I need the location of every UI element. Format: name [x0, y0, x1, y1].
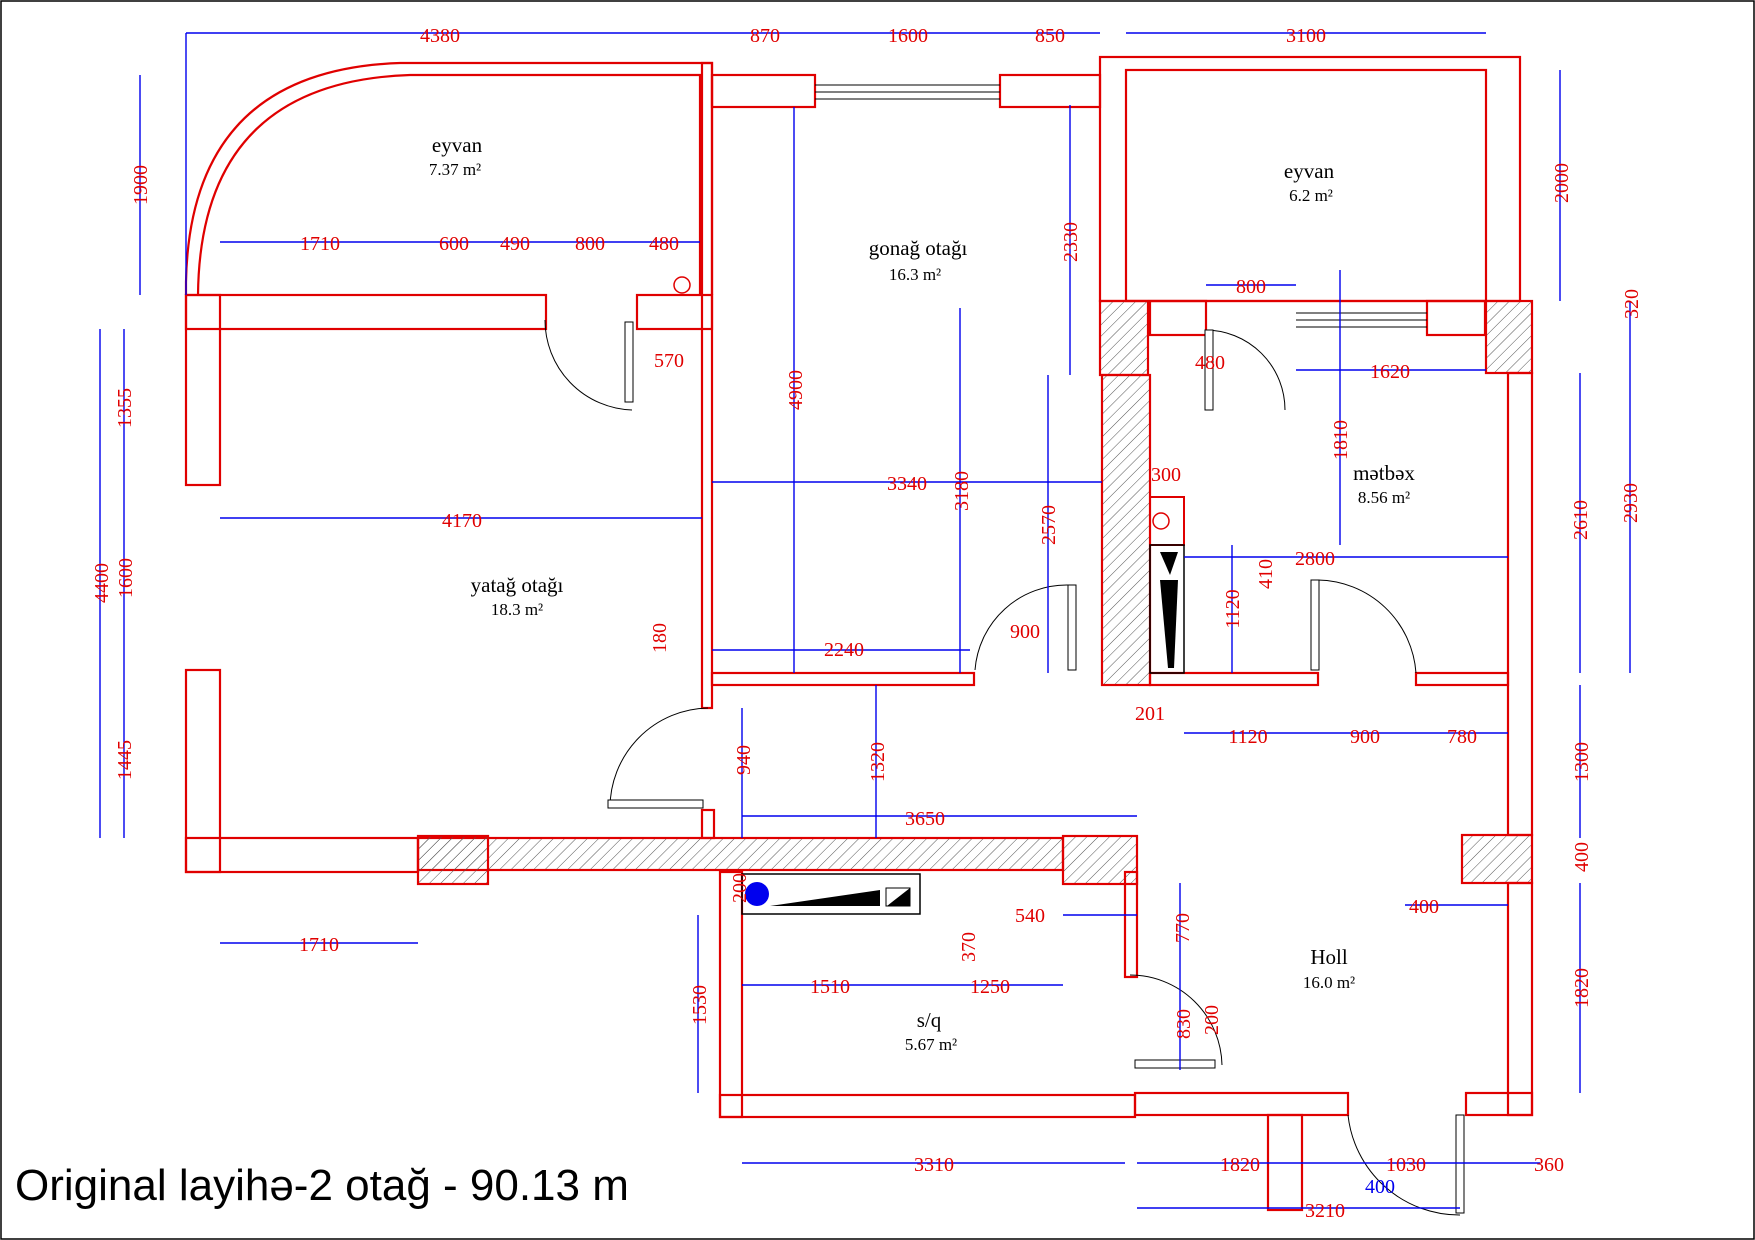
dim-label: 2800: [1295, 548, 1335, 570]
dim-label: 4400: [91, 563, 113, 603]
dim-label: 800: [575, 233, 605, 255]
room-area: 8.56 m²: [1358, 488, 1410, 507]
dim-label: 900: [1010, 621, 1040, 643]
dim-label: 1120: [1222, 589, 1244, 628]
dim-label: 2930: [1620, 483, 1642, 523]
room-name: s/q: [917, 1008, 942, 1032]
dim-label: 1445: [114, 740, 136, 780]
dim-label: 1820: [1571, 968, 1593, 1008]
drawing-title: Original layihə-2 otağ - 90.13 m: [15, 1161, 629, 1210]
dim-label: 1030: [1386, 1154, 1426, 1176]
dim-label: 1900: [130, 165, 152, 205]
room-area: 16.0 m²: [1303, 973, 1355, 992]
dim-label: 3340: [887, 473, 927, 495]
dim-label: 2240: [824, 639, 864, 661]
dim-label: 1710: [300, 233, 340, 255]
dim-label: 2570: [1038, 505, 1060, 545]
dim-label: 1320: [867, 742, 889, 782]
dim-label: 1600: [888, 25, 928, 47]
dim-label: 201: [1135, 703, 1165, 725]
dim-label: 1300: [1571, 742, 1593, 782]
room-name: Holl: [1310, 945, 1348, 969]
dim-label: 4900: [785, 370, 807, 410]
room-name: eyvan: [1284, 159, 1335, 183]
dim-label: 900: [1350, 726, 1380, 748]
walls: [184, 55, 1534, 1212]
doors: [544, 319, 1465, 1216]
dim-label: 800: [1236, 276, 1266, 298]
room-name: gonağ otağı: [869, 236, 968, 260]
dim-label: 1810: [1330, 420, 1352, 460]
room-area: 18.3 m²: [491, 600, 543, 619]
dim-label: 4380: [420, 25, 460, 47]
dim-label: 200: [1201, 1005, 1223, 1035]
dim-label: 770: [1172, 913, 1194, 943]
dim-label: 480: [1195, 352, 1225, 374]
dim-label: 2610: [1570, 500, 1592, 540]
dim-label: 200: [729, 873, 751, 903]
dim-label: 1355: [114, 388, 136, 428]
dim-label: 410: [1255, 559, 1277, 589]
dim-label: 2000: [1551, 163, 1573, 203]
room-area: 5.67 m²: [905, 1035, 957, 1054]
dim-label: 1120: [1228, 726, 1267, 748]
dim-label: 1250: [970, 976, 1010, 998]
dimension-lines: [99, 32, 1631, 1209]
dim-label: 400: [1409, 896, 1439, 918]
dim-label: 3310: [914, 1154, 954, 1176]
bathtub: [741, 873, 921, 915]
dim-label: 1510: [810, 976, 850, 998]
room-area: 7.37 m²: [429, 160, 481, 179]
dim-label: 830: [1173, 1009, 1195, 1039]
dim-label: 1620: [1370, 361, 1410, 383]
dim-label: 4170: [442, 510, 482, 532]
dim-label: 3210: [1305, 1200, 1345, 1222]
dim-label: 600: [439, 233, 469, 255]
room-area: 6.2 m²: [1289, 186, 1333, 205]
dim-label: 1530: [689, 985, 711, 1025]
room-area: 16.3 m²: [889, 265, 941, 284]
kitchen-appliances: [673, 276, 1185, 674]
dim-label: 400: [1365, 1176, 1395, 1198]
dim-label: 1600: [115, 558, 137, 598]
room-name: mətbəx: [1353, 461, 1415, 485]
dim-label: 480: [649, 233, 679, 255]
dim-label: 300: [1151, 464, 1181, 486]
dim-label: 570: [654, 350, 684, 372]
dim-label: 490: [500, 233, 530, 255]
dim-label: 360: [1534, 1154, 1564, 1176]
dim-label: 3650: [905, 808, 945, 830]
dim-label: 180: [649, 623, 671, 653]
dim-label: 540: [1015, 905, 1045, 927]
dim-label: 3100: [1286, 25, 1326, 47]
dim-label: 1710: [299, 934, 339, 956]
dim-label: 400: [1571, 842, 1593, 872]
dim-label: 1820: [1220, 1154, 1260, 1176]
room-labels: eyvan 7.37 m² gonağ otağı 16.3 m² eyvan …: [429, 133, 1416, 1054]
room-name: eyvan: [432, 133, 483, 157]
dim-label: 3180: [951, 471, 973, 511]
dim-label: 320: [1621, 289, 1643, 319]
room-name: yatağ otağı: [471, 573, 564, 597]
dim-label: 850: [1035, 25, 1065, 47]
dim-label: 870: [750, 25, 780, 47]
dimension-labels: 4380 870 1600 850 3100 1900 1710 600 490…: [91, 25, 1643, 1222]
dim-label: 940: [733, 745, 755, 775]
dim-label: 370: [958, 932, 980, 962]
dim-label: 2330: [1060, 222, 1082, 262]
dim-label: 780: [1447, 726, 1477, 748]
